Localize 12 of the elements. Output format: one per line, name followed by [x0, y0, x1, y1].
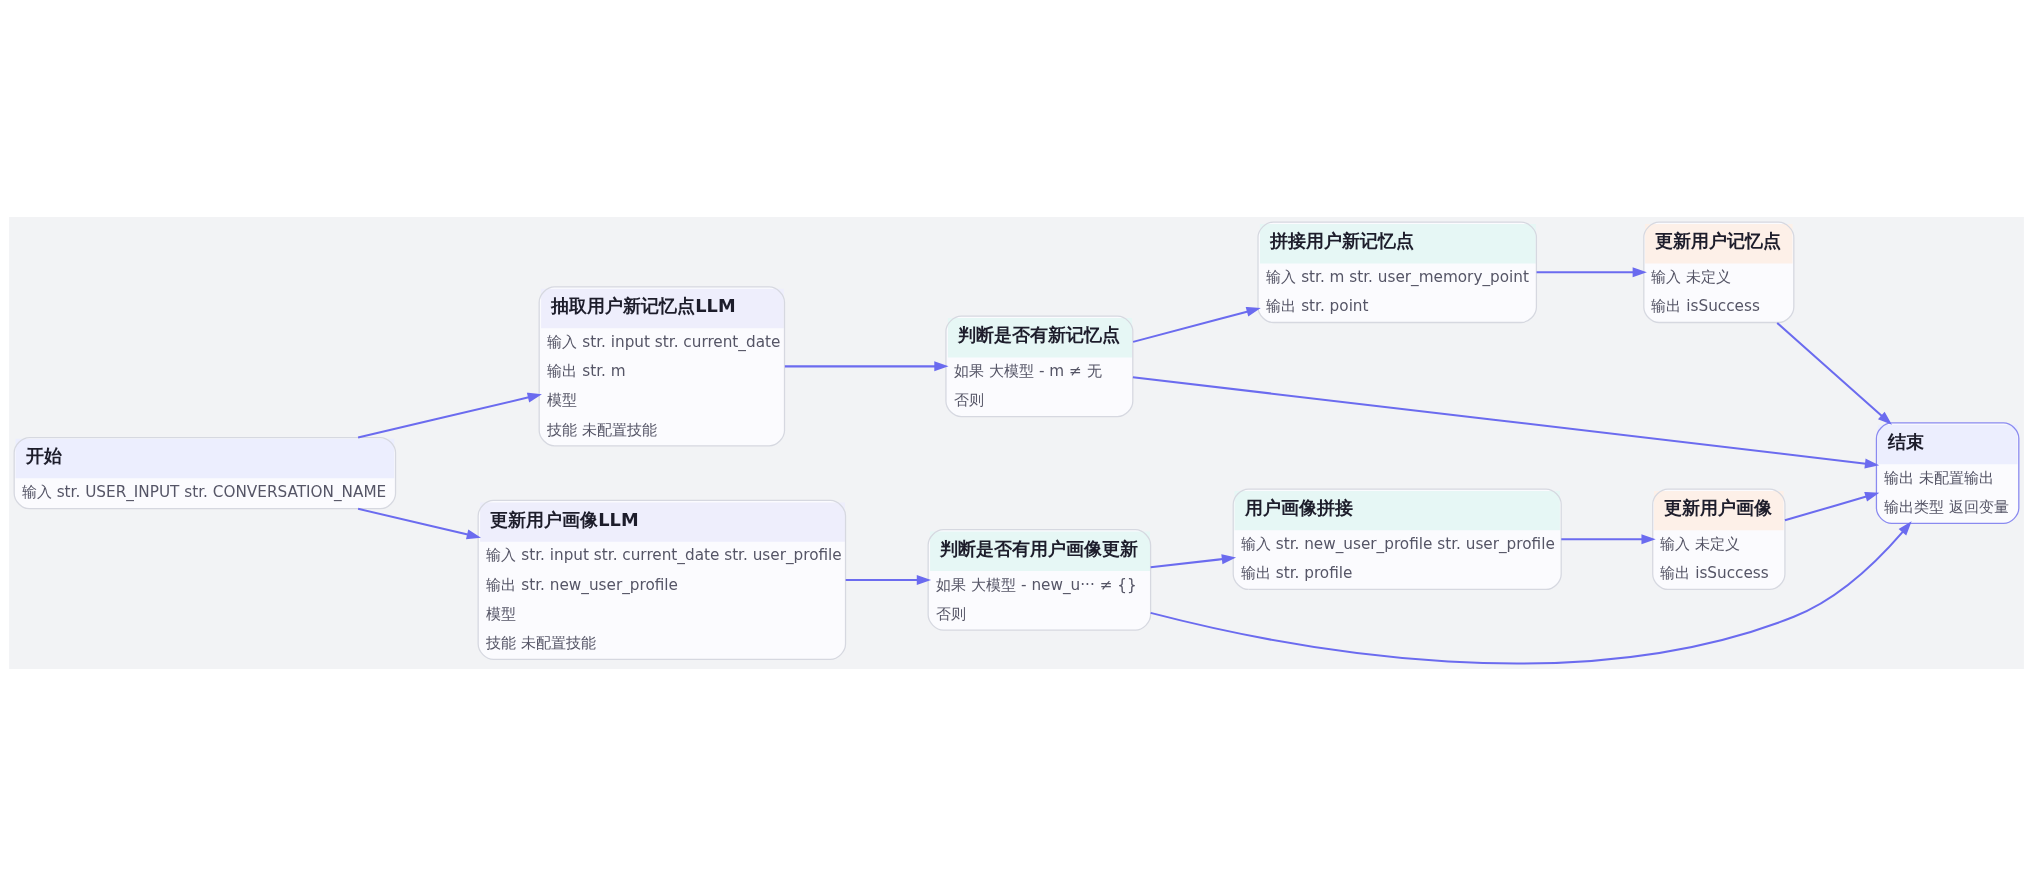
arrow	[1149, 521, 1912, 665]
arrow	[845, 574, 931, 585]
arrow	[1784, 491, 1879, 522]
arrow	[1560, 534, 1656, 545]
arrow	[1776, 322, 1892, 425]
arrow	[1150, 554, 1236, 569]
arrow	[784, 361, 949, 372]
arrow	[1132, 306, 1261, 343]
arrow	[357, 507, 481, 540]
arrow	[1132, 376, 1879, 469]
arrow	[1536, 267, 1647, 278]
arrow	[357, 392, 542, 439]
